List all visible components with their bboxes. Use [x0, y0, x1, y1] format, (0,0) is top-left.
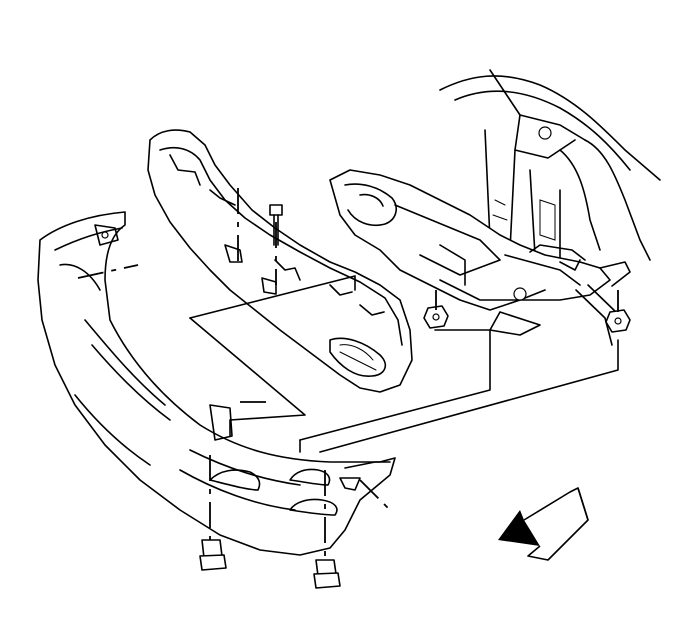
- nut-icon: [423, 305, 449, 329]
- bolt-icon: [313, 559, 341, 589]
- bolt-icon: [269, 204, 283, 246]
- fasteners: [199, 204, 631, 589]
- frame-bolt-hole: [513, 287, 527, 301]
- vehicle-frame: [329, 69, 661, 346]
- bolt-icon: [199, 539, 227, 571]
- alignment-lines: [77, 188, 619, 560]
- arrow-icon: [498, 487, 589, 561]
- nut-icon: [605, 309, 631, 333]
- bumper-fascia: [37, 211, 396, 556]
- energy-absorber: [147, 129, 413, 393]
